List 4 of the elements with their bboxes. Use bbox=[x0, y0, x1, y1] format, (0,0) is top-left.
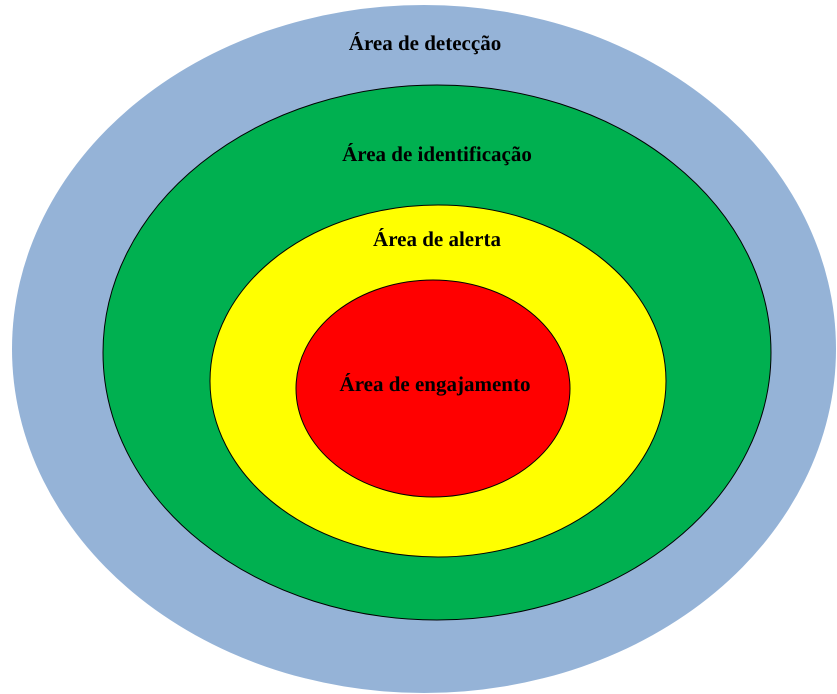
zone-label: Área de identificação bbox=[342, 143, 532, 166]
zone-label: Área de engajamento bbox=[340, 373, 530, 396]
zone-label: Área de detecção bbox=[348, 32, 502, 56]
zone-label: Área de alerta bbox=[373, 228, 501, 252]
